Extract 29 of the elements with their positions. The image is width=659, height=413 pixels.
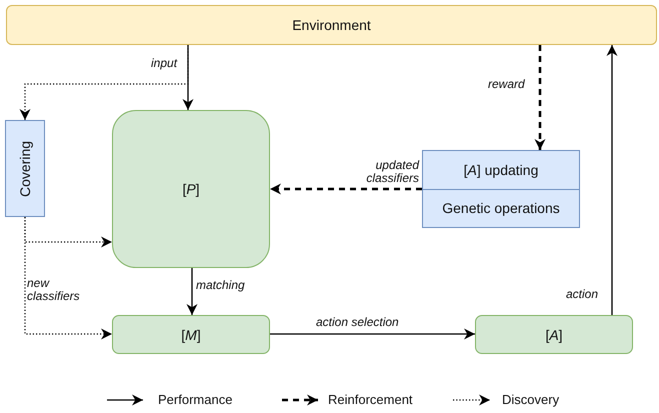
process-box — [112, 315, 270, 354]
edge-label: input — [150, 57, 178, 70]
process-box — [422, 150, 580, 228]
edge-label: action selection — [315, 316, 400, 329]
legend-label: Reinforcement — [328, 392, 413, 407]
process-box — [6, 5, 657, 45]
edge-label: action — [565, 288, 600, 301]
arrow — [270, 328, 475, 340]
arrow — [270, 184, 422, 194]
arrow — [186, 268, 198, 315]
node-label: [P] — [181, 180, 201, 199]
legend-label: Performance — [158, 392, 232, 407]
arrow — [606, 45, 618, 315]
node-label: [A] updating — [462, 160, 540, 180]
arrow — [24, 217, 112, 340]
process-box — [475, 315, 633, 354]
node-label: [A] — [544, 326, 564, 345]
rounded-process-box — [112, 110, 270, 268]
node-label: [M] — [180, 326, 202, 345]
arrow — [182, 45, 194, 110]
edge-label: matching — [195, 279, 246, 292]
arrow — [534, 45, 546, 150]
legend-label: Discovery — [502, 392, 560, 407]
arrow — [20, 45, 189, 120]
process-box — [5, 120, 45, 217]
edge-label: reward — [487, 78, 526, 91]
node-label: Covering — [16, 139, 34, 199]
node-label: Genetic operations — [423, 188, 579, 227]
node-label: Environment — [291, 16, 372, 35]
